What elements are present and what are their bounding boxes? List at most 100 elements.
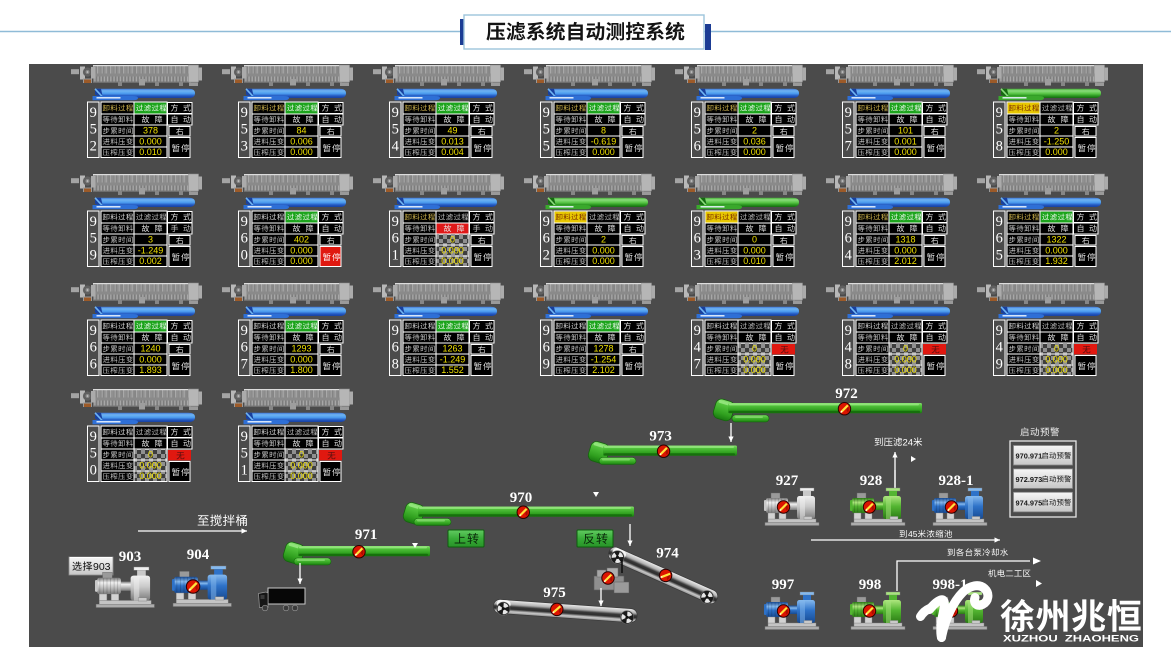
svg-text:5: 5	[694, 122, 701, 138]
svg-text:1278: 1278	[593, 344, 613, 354]
svg-text:-1.249: -1.249	[138, 245, 164, 255]
svg-text:972.973: 972.973	[1016, 475, 1043, 484]
svg-text:0.000: 0.000	[894, 147, 917, 157]
svg-text:6: 6	[543, 231, 550, 247]
svg-text:0.000: 0.000	[1045, 245, 1068, 255]
svg-text:9: 9	[241, 429, 248, 445]
svg-text:5: 5	[543, 139, 550, 155]
svg-text:4: 4	[694, 340, 702, 356]
svg-text:2.012: 2.012	[894, 256, 917, 266]
svg-text:1263: 1263	[442, 344, 462, 354]
svg-text:0.000: 0.000	[743, 147, 766, 157]
svg-text:1.800: 1.800	[290, 365, 313, 375]
svg-text:0.000: 0.000	[441, 256, 464, 266]
svg-text:9: 9	[90, 105, 97, 121]
svg-text:6: 6	[996, 231, 1003, 247]
svg-text:-1.249: -1.249	[440, 354, 466, 364]
svg-text:9: 9	[90, 429, 97, 445]
svg-text:971: 971	[355, 527, 378, 543]
svg-text:2.102: 2.102	[592, 365, 615, 375]
svg-text:0: 0	[241, 248, 248, 264]
svg-text:49: 49	[447, 126, 457, 136]
svg-text:0.000: 0.000	[592, 245, 615, 255]
svg-text:9: 9	[996, 105, 1003, 121]
svg-text:0.002: 0.002	[139, 256, 162, 266]
svg-text:973: 973	[649, 429, 672, 445]
svg-text:0.036: 0.036	[743, 136, 766, 146]
svg-text:974.975: 974.975	[1016, 499, 1043, 508]
svg-text:9: 9	[845, 214, 852, 230]
svg-text:0.001: 0.001	[894, 136, 917, 146]
svg-text:9: 9	[241, 105, 248, 121]
svg-text:0: 0	[752, 344, 757, 354]
svg-text:9: 9	[543, 357, 550, 373]
svg-text:6: 6	[845, 231, 852, 247]
svg-text:1240: 1240	[140, 344, 160, 354]
svg-text:3: 3	[694, 248, 701, 264]
svg-text:4: 4	[845, 248, 853, 264]
svg-text:0.010: 0.010	[743, 256, 766, 266]
svg-text:9: 9	[694, 214, 701, 230]
svg-text:972: 972	[835, 386, 858, 402]
svg-text:9: 9	[241, 214, 248, 230]
svg-text:5: 5	[90, 122, 97, 138]
svg-text:1293: 1293	[291, 344, 311, 354]
svg-text:0.000: 0.000	[1045, 147, 1068, 157]
svg-text:0.000: 0.000	[592, 147, 615, 157]
svg-text:903: 903	[119, 549, 142, 565]
svg-text:0.000: 0.000	[139, 471, 162, 481]
svg-text:6: 6	[694, 139, 701, 155]
svg-text:0: 0	[299, 450, 304, 460]
svg-text:8: 8	[996, 139, 1003, 155]
svg-text:0.013: 0.013	[441, 136, 464, 146]
svg-text:9: 9	[543, 105, 550, 121]
svg-text:0.000: 0.000	[1045, 365, 1068, 375]
svg-text:1: 1	[241, 463, 248, 479]
svg-text:5: 5	[845, 122, 852, 138]
svg-text:5: 5	[996, 122, 1003, 138]
svg-text:9: 9	[694, 323, 701, 339]
svg-text:1: 1	[392, 248, 399, 264]
svg-text:0.000: 0.000	[894, 245, 917, 255]
svg-text:45: 45	[908, 529, 918, 539]
svg-text:24: 24	[903, 438, 914, 449]
svg-text:974: 974	[656, 546, 679, 562]
svg-text:928: 928	[860, 473, 883, 489]
svg-text:2: 2	[1054, 126, 1059, 136]
svg-text:6: 6	[241, 231, 248, 247]
svg-text:9: 9	[543, 323, 550, 339]
svg-text:1322: 1322	[1046, 235, 1066, 245]
svg-text:6: 6	[543, 340, 550, 356]
svg-text:903: 903	[93, 561, 111, 573]
svg-text:0.000: 0.000	[592, 256, 615, 266]
svg-text:402: 402	[294, 235, 309, 245]
svg-text:9: 9	[996, 357, 1003, 373]
svg-text:7: 7	[241, 357, 248, 373]
svg-text:3: 3	[148, 235, 153, 245]
svg-text:1318: 1318	[895, 235, 915, 245]
svg-text:9: 9	[90, 214, 97, 230]
svg-text:-1.250: -1.250	[1044, 136, 1070, 146]
svg-text:6: 6	[241, 340, 248, 356]
svg-text:5: 5	[392, 122, 399, 138]
svg-text:3: 3	[241, 139, 248, 155]
svg-text:8: 8	[601, 126, 606, 136]
svg-text:9: 9	[845, 323, 852, 339]
svg-text:7: 7	[694, 357, 701, 373]
svg-text:9: 9	[845, 105, 852, 121]
svg-text:6: 6	[694, 231, 701, 247]
svg-text:84: 84	[296, 126, 306, 136]
svg-text:5: 5	[90, 446, 97, 462]
svg-text:6: 6	[392, 231, 399, 247]
svg-text:9: 9	[392, 214, 399, 230]
svg-text:2: 2	[543, 248, 550, 264]
svg-text:975: 975	[543, 585, 566, 601]
svg-text:998: 998	[859, 577, 882, 593]
svg-text:XUZHOU ZHAOHENG: XUZHOU ZHAOHENG	[1003, 634, 1139, 645]
svg-text:0.000: 0.000	[290, 147, 313, 157]
svg-text:9: 9	[90, 248, 97, 264]
svg-text:1.552: 1.552	[441, 365, 464, 375]
svg-text:9: 9	[996, 323, 1003, 339]
svg-text:1.932: 1.932	[1045, 256, 1068, 266]
svg-text:5: 5	[996, 248, 1003, 264]
